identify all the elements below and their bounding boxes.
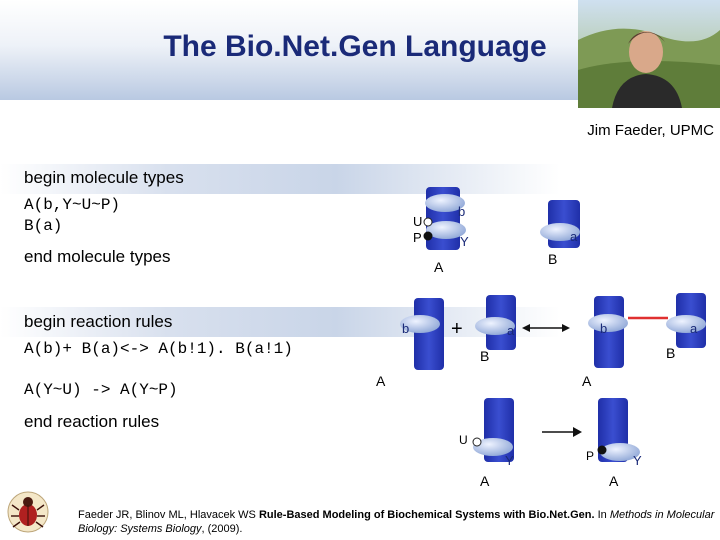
label-U: U bbox=[413, 214, 422, 229]
begin-reaction-rules: begin reaction rules bbox=[24, 312, 173, 331]
label-A: A bbox=[376, 373, 386, 389]
slide-title: The Bio.Net.Gen Language bbox=[163, 30, 547, 63]
forward-arrow bbox=[542, 427, 582, 437]
label-A: A bbox=[434, 259, 444, 275]
end-molecule-types: end molecule types bbox=[24, 247, 171, 266]
state-P-circle bbox=[423, 231, 433, 241]
molecule-type-a: A(b,Y~U~P) bbox=[24, 196, 121, 214]
begin-molecule-types: begin molecule types bbox=[24, 168, 184, 187]
label-b: b bbox=[600, 321, 607, 336]
plus-sign: + bbox=[451, 318, 463, 340]
label-B: B bbox=[666, 345, 675, 361]
label-B: B bbox=[548, 251, 557, 267]
type-molecule-B: a B bbox=[540, 200, 580, 267]
label-A: A bbox=[582, 373, 592, 389]
component-b bbox=[425, 194, 465, 212]
presenter-credit: Jim Faeder, UPMC bbox=[587, 122, 714, 139]
highlight-strip bbox=[0, 164, 560, 194]
label-Y: Y bbox=[505, 453, 514, 468]
binding-reactants: b + a B A bbox=[376, 295, 516, 389]
citation: Faeder JR, Blinov ML, Hlavacek WS Rule-B… bbox=[78, 508, 720, 536]
citation-authors: Faeder JR, Blinov ML, Hlavacek WS bbox=[78, 509, 259, 521]
label-A: A bbox=[480, 473, 490, 489]
reversible-arrow bbox=[522, 324, 570, 332]
label-a: a bbox=[570, 229, 578, 244]
bug-logo-icon bbox=[7, 491, 49, 533]
label-Y: Y bbox=[460, 234, 469, 249]
phospho-product: P Y A bbox=[586, 398, 642, 489]
presenter-photo bbox=[578, 0, 720, 108]
label-Y: Y bbox=[633, 453, 642, 468]
phospho-reactant: U Y A bbox=[459, 398, 514, 489]
reaction-rule-binding: A(b)+ B(a)<-> A(b!1). B(a!1) bbox=[24, 340, 293, 358]
label-P: P bbox=[586, 449, 594, 463]
label-U: U bbox=[459, 433, 468, 447]
label-B: B bbox=[480, 348, 489, 364]
binding-product: b a B A bbox=[582, 293, 706, 389]
label-P: P bbox=[413, 230, 422, 245]
highlight-strip bbox=[0, 307, 560, 337]
citation-book: Methods in Molecular Biology: Systems Bi… bbox=[78, 509, 715, 535]
label-b: b bbox=[458, 204, 465, 219]
label-a: a bbox=[690, 321, 698, 336]
label-a: a bbox=[507, 323, 515, 338]
molecule-type-b: B(a) bbox=[24, 217, 63, 235]
type-molecule-A: U P b Y A bbox=[413, 187, 469, 275]
citation-year: , (2009). bbox=[201, 523, 243, 535]
label-A: A bbox=[609, 473, 619, 489]
citation-in: In bbox=[594, 509, 610, 521]
label-b: b bbox=[402, 321, 409, 336]
component-a bbox=[540, 223, 580, 241]
reaction-rule-phosphorylation: A(Y~U) -> A(Y~P) bbox=[24, 381, 178, 399]
component-Y bbox=[426, 221, 466, 239]
state-U-circle bbox=[423, 217, 433, 227]
end-reaction-rules: end reaction rules bbox=[24, 412, 160, 431]
citation-title: Rule-Based Modeling of Biochemical Syste… bbox=[258, 509, 595, 521]
